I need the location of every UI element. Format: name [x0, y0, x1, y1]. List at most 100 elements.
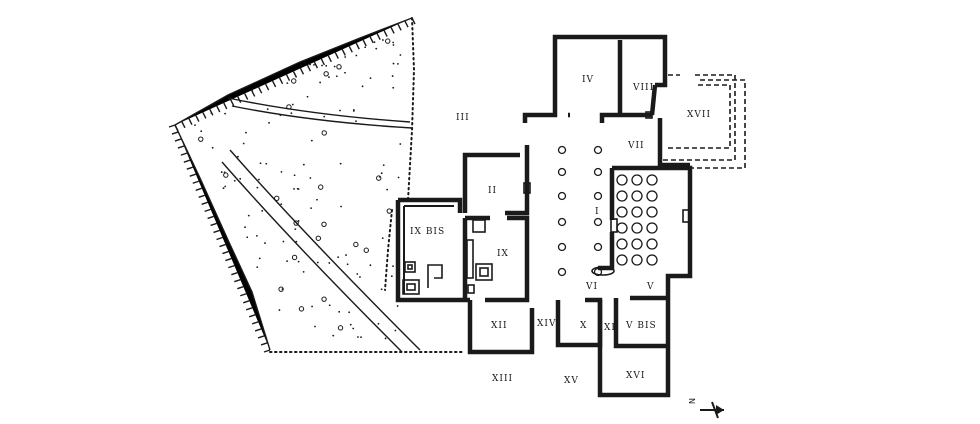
hatch-mark: [237, 286, 244, 290]
terrain-speck: [381, 237, 384, 239]
terrain-speck: [355, 120, 357, 123]
terrain-speck: [382, 164, 385, 167]
peristyle-column: [646, 174, 658, 186]
hatch-mark: [258, 86, 263, 94]
terrain-speck: [373, 41, 376, 44]
terrain-stone: [291, 254, 298, 261]
peristyle-column: [616, 254, 628, 266]
hatch-mark: [327, 55, 332, 63]
hatch-mark: [292, 71, 298, 78]
column: [557, 167, 567, 177]
terrain-speck: [382, 39, 384, 41]
hatch-mark: [240, 293, 247, 297]
terrain-speck: [309, 63, 311, 66]
hatch-mark: [390, 27, 395, 34]
hatch-mark: [186, 166, 194, 170]
terrain-speck: [211, 146, 214, 149]
hatch-mark: [225, 257, 232, 262]
terrain-speck: [237, 155, 239, 158]
terrain-speck: [295, 240, 298, 243]
terrain-stone: [291, 78, 297, 84]
terrain-speck: [339, 109, 341, 112]
peristyle-column: [631, 222, 643, 234]
terrain-speck: [352, 108, 355, 111]
hatch-mark: [257, 335, 265, 339]
hatch-mark: [183, 159, 191, 163]
hatch-mark: [202, 112, 207, 119]
terrain-speck: [264, 242, 266, 244]
hatch-mark: [248, 314, 256, 318]
terrain-speck: [349, 323, 352, 326]
label-room-iii: III: [456, 113, 470, 123]
building-walls: [395, 34, 746, 398]
room-labels: III IV VIII XVII VII II I IX BIS IX VI V…: [410, 75, 710, 386]
terrain-speck: [399, 143, 402, 145]
terrain-speck: [286, 260, 288, 263]
terrain-speck: [392, 41, 395, 44]
peristyle-column: [616, 238, 628, 250]
terrain-speck: [392, 62, 395, 65]
hatch-mark: [369, 36, 374, 44]
terrain-speck: [390, 275, 393, 278]
terrain-speck: [369, 264, 372, 267]
peristyle-column: [616, 190, 628, 202]
terrain-speck: [392, 44, 395, 46]
hatch-mark: [174, 124, 179, 132]
terrain-speck: [321, 64, 323, 67]
hatch-mark: [271, 80, 277, 88]
terrain-speck: [369, 77, 372, 80]
label-room-v: V: [646, 282, 655, 292]
terrain-speck: [247, 214, 250, 217]
terrain-speck: [280, 170, 283, 173]
terrain-speck: [255, 234, 258, 237]
label-room-i: I: [595, 207, 600, 217]
hatch-mark: [201, 201, 208, 206]
terrain-speck: [332, 334, 335, 337]
peristyle-column: [646, 238, 658, 250]
hatch-mark: [334, 52, 339, 59]
terrain-stone: [198, 136, 204, 142]
terrain-speck: [314, 325, 316, 328]
column: [593, 191, 603, 201]
terrain-stone: [223, 172, 229, 178]
column: [593, 242, 603, 252]
hatch-mark: [411, 17, 416, 25]
terrain-speck: [266, 108, 269, 110]
terrain-stone: [386, 208, 392, 214]
terrain-stipple: [194, 38, 402, 340]
terrain-speck: [245, 131, 247, 134]
terrain-speck: [251, 89, 254, 92]
terrain-speck: [256, 186, 259, 189]
hatch-mark: [254, 328, 262, 332]
peristyle-column: [616, 206, 628, 218]
column: [557, 242, 567, 252]
hatch-mark: [376, 33, 381, 41]
column: [593, 145, 603, 155]
terrain-stone: [376, 175, 382, 181]
room-fixtures: [402, 111, 690, 295]
terrain-speck: [399, 54, 402, 56]
terrain-speck: [233, 179, 236, 182]
terrain-speck: [242, 142, 245, 145]
hatch-mark: [189, 173, 197, 177]
label-room-xiv: XIV: [537, 319, 556, 329]
hatch-mark: [188, 118, 193, 126]
terrain-speck: [311, 305, 313, 308]
peristyle-column: [631, 174, 643, 186]
terrain-stone: [363, 247, 369, 253]
terrain-speck: [333, 65, 336, 68]
terrain-speck: [344, 71, 346, 74]
terrain-speck: [222, 187, 225, 190]
label-room-viii: VIII: [632, 83, 654, 93]
terrain-speck: [346, 263, 349, 266]
hatch-mark: [207, 215, 214, 220]
terrain-speck: [397, 176, 400, 179]
terrain-speck: [359, 276, 361, 278]
terrain-speck: [380, 288, 383, 291]
label-room-vi: VI: [585, 282, 598, 292]
terrain-speck: [340, 205, 343, 208]
hatch-mark: [260, 342, 268, 346]
column: [557, 145, 567, 155]
terrain-stone: [293, 220, 299, 226]
terrain-speck: [309, 177, 312, 179]
